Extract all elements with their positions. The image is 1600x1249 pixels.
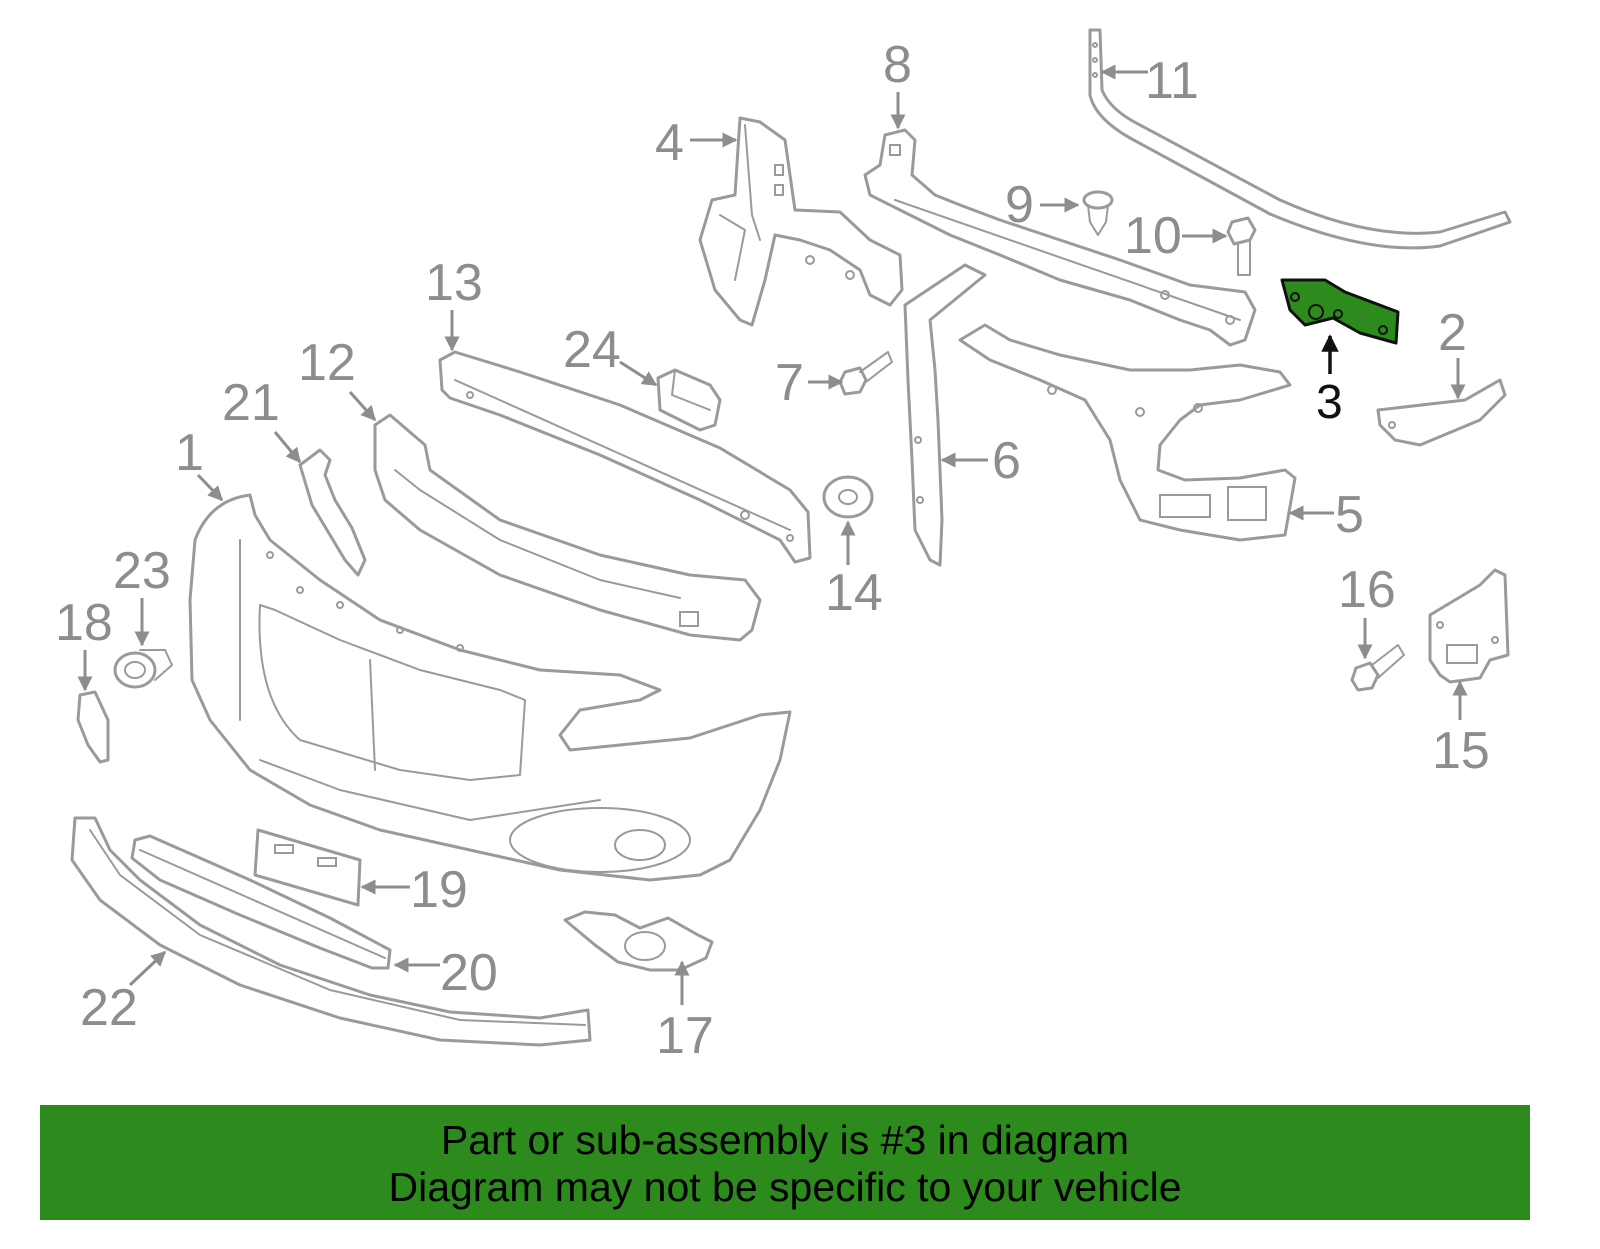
part-19-license-plate-bracket <box>253 828 362 907</box>
part-3-highlighted-bracket <box>1280 278 1400 345</box>
callout-7: 7 <box>775 354 804 412</box>
callout-labels: 11 8 4 9 10 3 2 5 6 7 14 13 24 12 21 1 2… <box>55 36 1490 1065</box>
part-7-bolt <box>838 351 893 396</box>
callout-8: 8 <box>883 36 912 94</box>
part-1-bumper-cover <box>188 493 792 882</box>
part-21-bracket <box>298 448 367 577</box>
part-13-reinforcement-beam <box>438 350 812 564</box>
part-8-upper-reinforcement <box>863 128 1257 347</box>
callout-12: 12 <box>298 334 356 392</box>
callout-17: 17 <box>656 1007 714 1065</box>
callout-21: 21 <box>222 374 280 432</box>
part-10-bolt <box>1226 216 1257 276</box>
banner-line-1: Part or sub-assembly is #3 in diagram <box>440 1117 1130 1163</box>
part-20-lower-grille <box>130 834 392 970</box>
part-5-right-side-bracket <box>958 323 1297 542</box>
part-18-side-marker <box>76 690 110 764</box>
part-15-right-mount-bracket <box>1428 568 1510 684</box>
callout-1: 1 <box>175 424 204 482</box>
part-14-grommet <box>822 475 874 519</box>
part-23-parking-sensor <box>113 649 173 689</box>
banner-line-2: Diagram may not be specific to your vehi… <box>388 1164 1182 1210</box>
callout-6: 6 <box>992 432 1021 490</box>
part-4-left-upper-bracket <box>698 116 904 327</box>
callout-24: 24 <box>563 321 621 379</box>
callout-22: 22 <box>80 979 138 1037</box>
callout-15: 15 <box>1432 722 1490 780</box>
callout-14: 14 <box>825 564 883 622</box>
part-17-fog-lamp-bezel <box>563 910 714 972</box>
callout-10: 10 <box>1124 207 1182 265</box>
callout-18: 18 <box>55 594 113 652</box>
callout-13: 13 <box>425 254 483 312</box>
part-22-lower-lip <box>70 816 592 1047</box>
callout-5: 5 <box>1335 486 1364 544</box>
callout-2: 2 <box>1438 304 1467 362</box>
callout-23: 23 <box>113 542 171 600</box>
callout-3: 3 <box>1316 376 1343 429</box>
callout-20: 20 <box>440 944 498 1002</box>
leader-arrows <box>77 64 1468 1005</box>
callout-19: 19 <box>410 861 468 919</box>
info-banner: Part or sub-assembly is #3 in diagram Di… <box>40 1105 1530 1220</box>
part-16-bolt <box>1350 644 1405 692</box>
part-11-upper-trim-strip <box>1088 28 1512 250</box>
part-6-vertical-stay <box>903 263 987 567</box>
part-24-connector <box>656 368 722 432</box>
callout-11: 11 <box>1145 52 1199 110</box>
part-12-energy-absorber <box>373 413 762 642</box>
callout-4: 4 <box>655 114 684 172</box>
callout-9: 9 <box>1005 176 1034 234</box>
part-2-right-bracket <box>1376 378 1507 447</box>
part-9-push-clip <box>1082 190 1114 236</box>
callout-16: 16 <box>1338 561 1396 619</box>
